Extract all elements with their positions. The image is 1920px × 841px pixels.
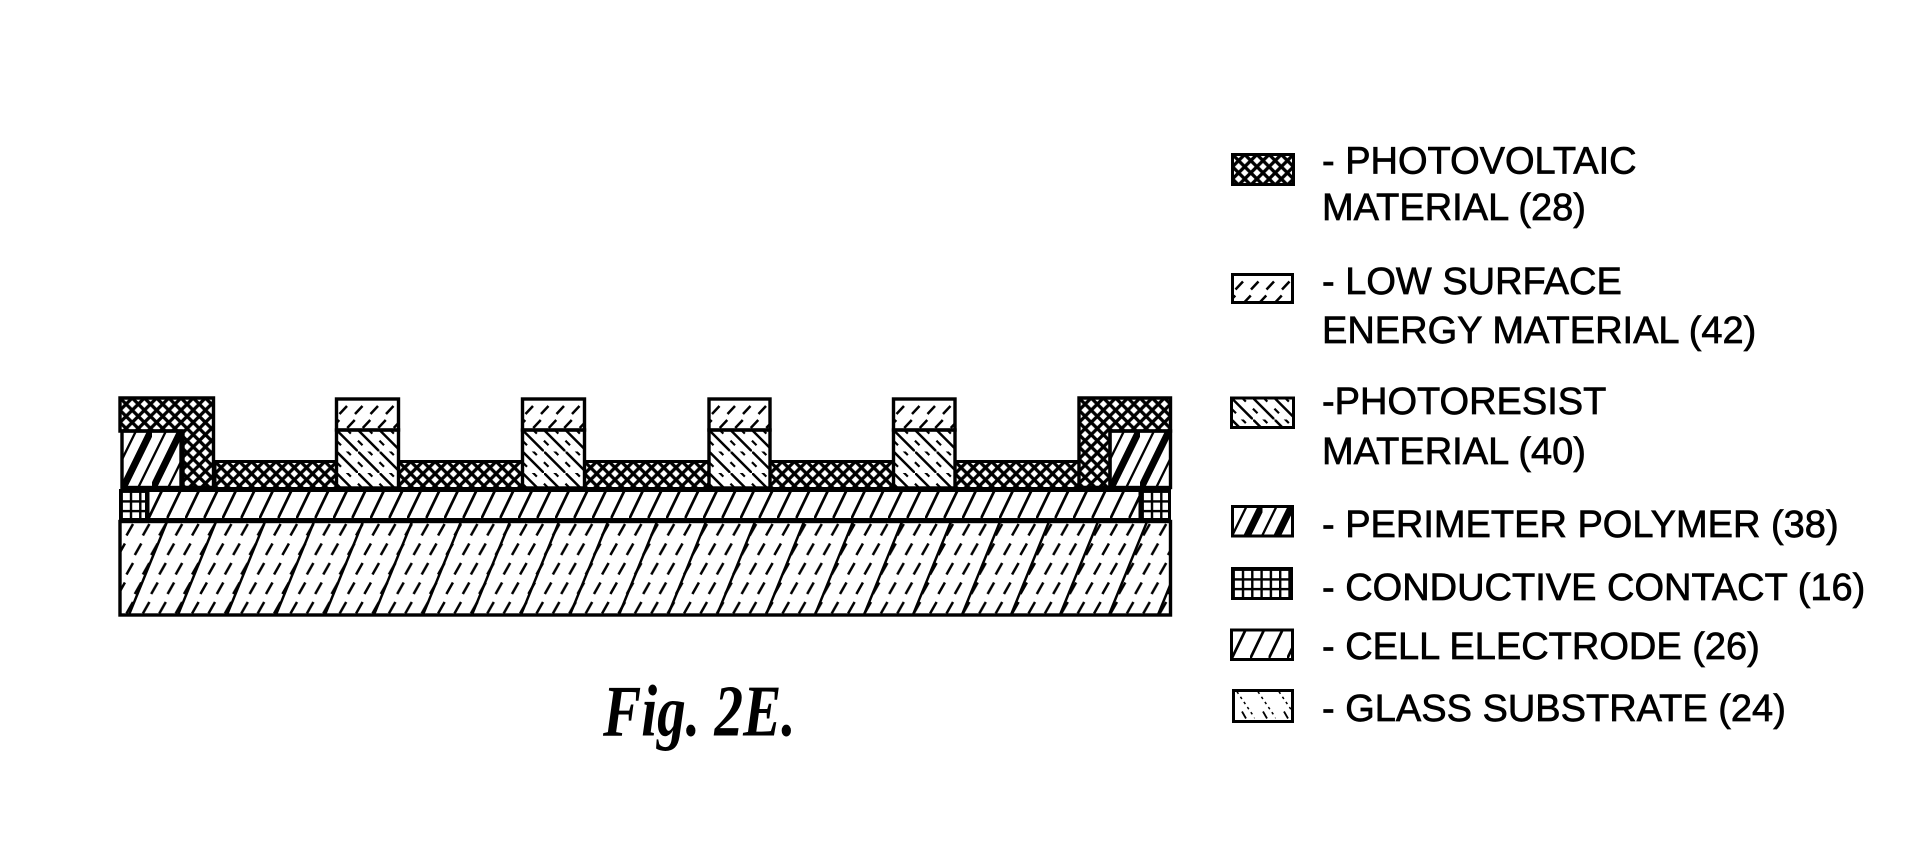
svg-text:-PHOTORESIST: -PHOTORESIST bbox=[1322, 381, 1606, 423]
svg-text:- GLASS SUBSTRATE (24): - GLASS SUBSTRATE (24) bbox=[1322, 688, 1786, 730]
svg-text:ENERGY MATERIAL (42): ENERGY MATERIAL (42) bbox=[1322, 310, 1756, 352]
svg-text:MATERIAL (28): MATERIAL (28) bbox=[1322, 187, 1586, 229]
svg-text:Fig. 2E.: Fig. 2E. bbox=[602, 672, 795, 752]
svg-text:- PERIMETER POLYMER (38): - PERIMETER POLYMER (38) bbox=[1322, 504, 1839, 546]
svg-text:MATERIAL (40): MATERIAL (40) bbox=[1322, 431, 1586, 473]
svg-text:- PHOTOVOLTAIC: - PHOTOVOLTAIC bbox=[1322, 141, 1637, 183]
svg-text:- CELL ELECTRODE (26): - CELL ELECTRODE (26) bbox=[1322, 626, 1760, 668]
svg-text:- LOW SURFACE: - LOW SURFACE bbox=[1322, 261, 1622, 303]
svg-text:- CONDUCTIVE CONTACT (16): - CONDUCTIVE CONTACT (16) bbox=[1322, 567, 1865, 609]
